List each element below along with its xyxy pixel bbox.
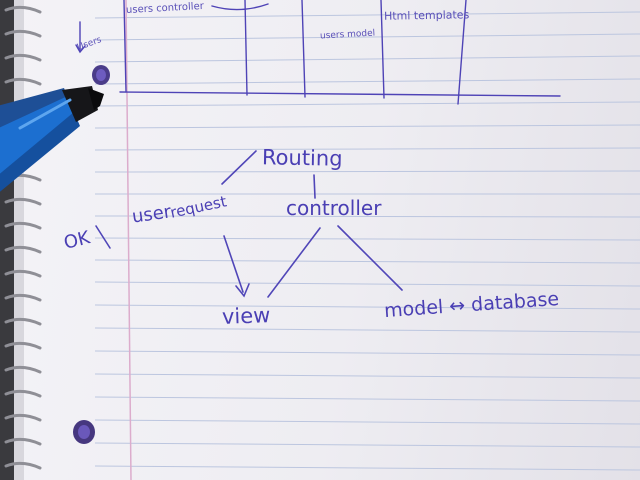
line-controller-model [337, 225, 403, 291]
ok-slash [95, 225, 111, 249]
top-table-lines [75, 0, 561, 105]
diagram-lines [95, 150, 403, 298]
desk-edge [0, 0, 14, 480]
line-controller-view [267, 227, 321, 298]
node-routing: Routing [261, 145, 343, 171]
line-routing-user [221, 150, 257, 185]
node-controller: controller [286, 196, 382, 220]
punch-holes [73, 65, 110, 444]
line-request-view [223, 235, 244, 293]
arrow-view-head [235, 283, 250, 298]
header-html-templates: Html templates [383, 8, 470, 23]
margin-line [125, 0, 132, 480]
line-routing-controller [313, 174, 316, 199]
pen [0, 86, 104, 192]
rule-lines [94, 11, 640, 471]
node-view: view [221, 303, 271, 329]
